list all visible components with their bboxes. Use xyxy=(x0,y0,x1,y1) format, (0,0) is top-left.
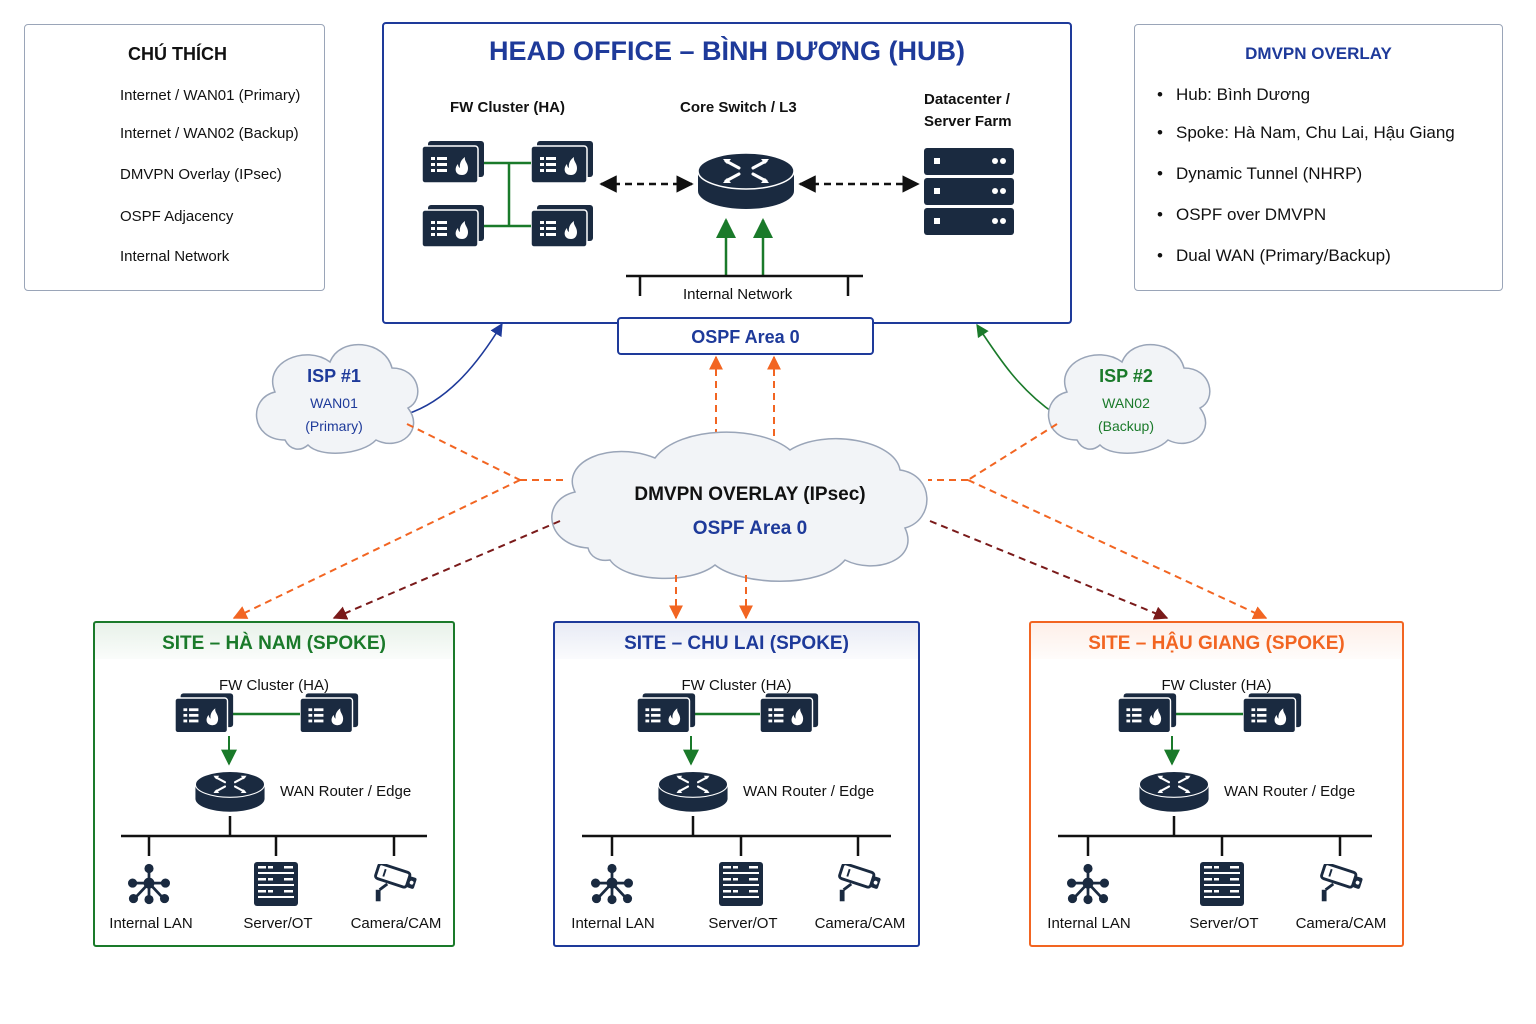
endpoint-label-server: Server/OT xyxy=(243,915,313,932)
isp2-wan: WAN02 xyxy=(1102,395,1150,411)
site-header xyxy=(95,623,453,659)
link-overlay-haugiang-ospf xyxy=(929,520,1169,620)
legend-title: CHÚ THÍCH xyxy=(128,44,227,64)
site-graphics xyxy=(121,693,1372,906)
info-item-spoke: Spoke: Hà Nam, Chu Lai, Hậu Giang xyxy=(1176,123,1455,142)
info-item-hub: Hub: Bình Dương xyxy=(1176,85,1311,104)
bullet-icon: • xyxy=(1157,164,1163,183)
isp2-role: (Backup) xyxy=(1097,418,1155,434)
link-isp2-overlay xyxy=(967,423,1058,481)
ospf-area-label: OSPF Area 0 xyxy=(691,327,800,347)
bullet-icon: • xyxy=(1157,205,1163,224)
info-item-ospf: OSPF over DMVPN xyxy=(1176,205,1327,224)
overlay-name: DMVPN OVERLAY (IPsec) xyxy=(634,484,866,505)
legend-item-internal: Internal Network xyxy=(120,248,230,265)
hub-fw-cluster xyxy=(422,141,594,247)
site-fw-label: FW Cluster (HA) xyxy=(681,677,792,694)
endpoint-label-lan: Internal LAN xyxy=(1047,915,1131,932)
hub-dc-label-1: Datacenter / xyxy=(924,91,1010,108)
site-hau-giang: SITE – HẬU GIANG (SPOKE) FW Cluster (HA)… xyxy=(1029,621,1404,947)
bullet-icon: • xyxy=(1157,85,1163,104)
info-title: DMVPN OVERLAY xyxy=(1245,44,1392,63)
hub-dc-label-2: Server Farm xyxy=(924,113,1012,130)
hub-internal-bus xyxy=(626,274,863,296)
info-item-nhrp: Dynamic Tunnel (NHRP) xyxy=(1176,164,1363,183)
endpoint-label-server: Server/OT xyxy=(1189,915,1259,932)
site-router-label: WAN Router / Edge xyxy=(280,783,412,800)
site-ha-nam: SITE – HÀ NAM (SPOKE) FW Cluster (HA) WA… xyxy=(93,621,455,947)
isp2-cloud xyxy=(1047,343,1211,454)
site-header xyxy=(555,623,918,659)
legend-item-wan01: Internet / WAN01 (Primary) xyxy=(120,87,301,104)
link-overlay-hanam-dmvpn xyxy=(232,479,521,619)
endpoint-label-lan: Internal LAN xyxy=(109,915,193,932)
legend-item-wan02: Internet / WAN02 (Backup) xyxy=(120,125,299,142)
endpoint-label-server: Server/OT xyxy=(708,915,778,932)
hub-fw-label: FW Cluster (HA) xyxy=(450,99,565,116)
endpoint-label-lan: Internal LAN xyxy=(571,915,655,932)
endpoint-label-camera: Camera/CAM xyxy=(814,915,906,932)
link-isp1-hub xyxy=(406,322,503,415)
site-title: SITE – CHU LAI (SPOKE) xyxy=(624,633,849,654)
bullet-icon: • xyxy=(1157,246,1163,265)
overlay-cloud xyxy=(551,431,928,582)
bullet-icon: • xyxy=(1157,123,1163,142)
hub-internal-network-label: Internal Network xyxy=(683,286,793,303)
site-title: SITE – HẬU GIANG (SPOKE) xyxy=(1088,633,1345,654)
site-title: SITE – HÀ NAM (SPOKE) xyxy=(162,633,386,654)
legend-item-ospf: OSPF Adjacency xyxy=(120,208,234,225)
info-panel xyxy=(1134,24,1503,291)
isp1-role: (Primary) xyxy=(305,418,363,434)
ospf-area-badge xyxy=(617,317,874,355)
endpoint-label-camera: Camera/CAM xyxy=(350,915,442,932)
isp2-name: ISP #2 xyxy=(1099,366,1153,386)
hub-core-label: Core Switch / L3 xyxy=(680,99,797,116)
site-fw-label: FW Cluster (HA) xyxy=(1161,677,1272,694)
site-router-label: WAN Router / Edge xyxy=(743,783,875,800)
link-isp2-hub xyxy=(976,323,1056,415)
hub-title: HEAD OFFICE – BÌNH DƯƠNG (HUB) xyxy=(489,36,965,66)
hub-panel xyxy=(382,22,1072,324)
site-fw-label: FW Cluster (HA) xyxy=(219,677,329,694)
isp1-name: ISP #1 xyxy=(307,366,361,386)
link-isp1-overlay xyxy=(406,423,521,481)
legend-panel xyxy=(24,24,325,291)
isp1-wan: WAN01 xyxy=(310,395,358,411)
link-overlay-haugiang-dmvpn xyxy=(967,479,1268,620)
isp1-cloud xyxy=(255,343,419,454)
site-chu-lai: SITE – CHU LAI (SPOKE) FW Cluster (HA) W… xyxy=(553,621,920,947)
site-header xyxy=(1031,623,1402,659)
info-item-dualwan: Dual WAN (Primary/Backup) xyxy=(1176,246,1391,265)
link-overlay-hanam-ospf xyxy=(332,520,561,620)
site-router-label: WAN Router / Edge xyxy=(1224,783,1356,800)
legend-item-dmvpn: DMVPN Overlay (IPsec) xyxy=(120,166,282,183)
endpoint-label-camera: Camera/CAM xyxy=(1295,915,1387,932)
overlay-area: OSPF Area 0 xyxy=(692,518,808,539)
